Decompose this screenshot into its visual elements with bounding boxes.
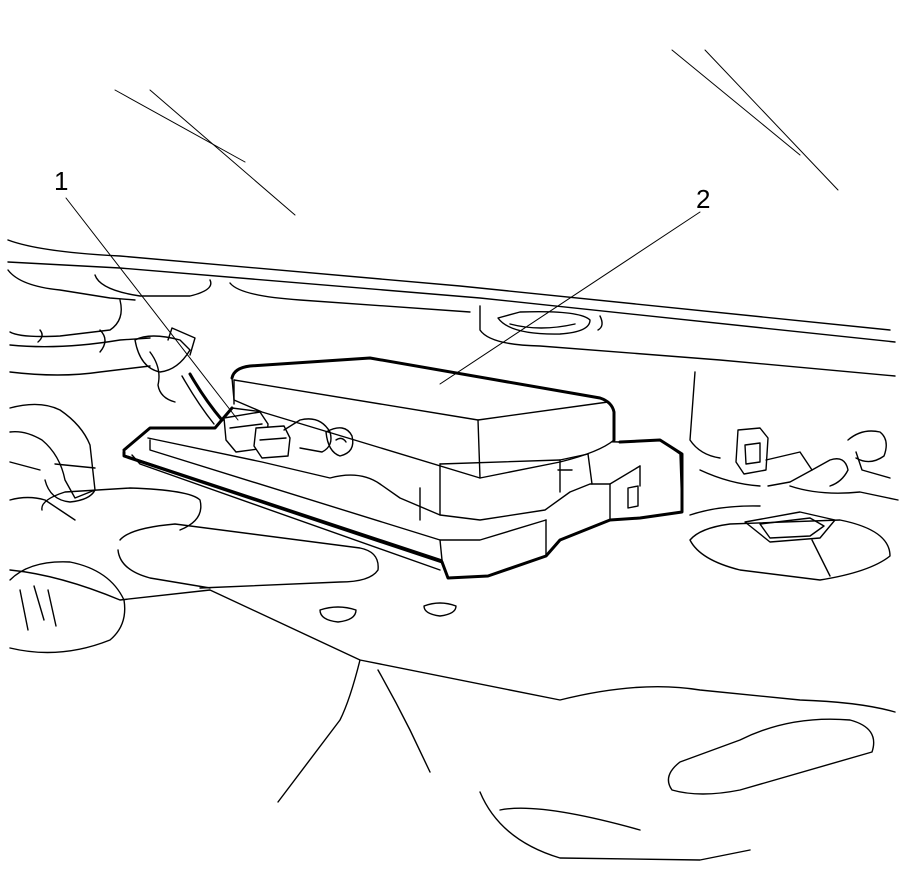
windshield-reflection (114, 49, 839, 216)
relay-block-cover (230, 356, 616, 516)
wiring-harness (9, 327, 196, 521)
electrical-connector (181, 372, 354, 459)
callout-2: 2 (696, 184, 710, 214)
right-connector (699, 427, 899, 501)
leader-line-1 (65, 197, 239, 421)
callout-1: 1 (54, 166, 68, 196)
leader-line-2 (439, 211, 701, 385)
floor-panel (9, 487, 896, 861)
callout-leaders (65, 197, 701, 421)
